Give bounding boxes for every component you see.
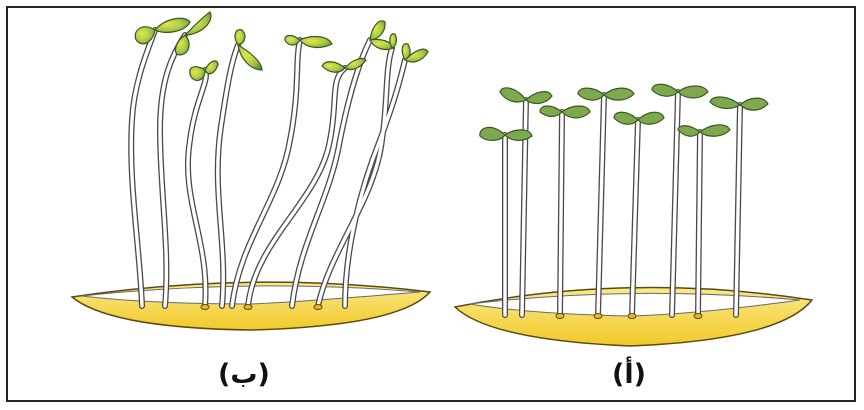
stems-a (505, 92, 740, 319)
panel-label-b: (ب) (218, 359, 270, 390)
panel-a-normal-seedlings (455, 84, 812, 346)
stems-b (131, 30, 405, 310)
panel-label-a: (أ) (612, 359, 646, 390)
panel-b-etiolated-seedlings (72, 12, 430, 330)
cotyledons-b (135, 12, 428, 80)
